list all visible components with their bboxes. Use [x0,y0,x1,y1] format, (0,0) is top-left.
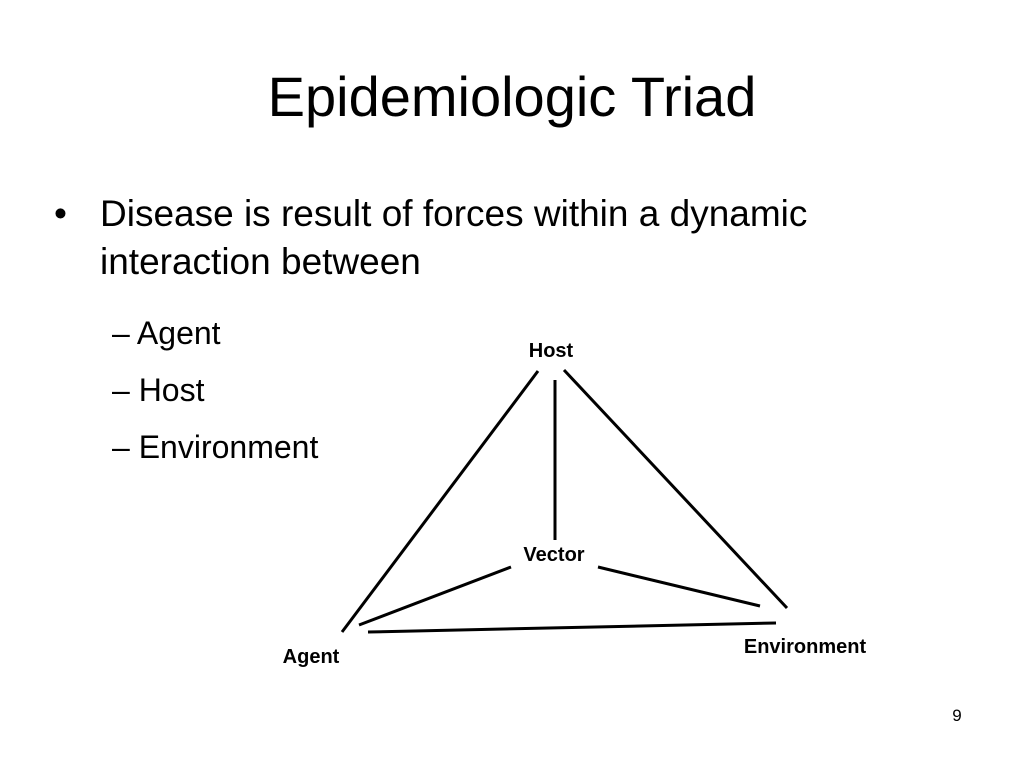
bullet-marker: • [54,193,67,234]
sub-bullet-label: Environment [138,429,319,465]
dash-marker: – [112,372,130,408]
edge-vector-environment [597,565,761,608]
main-bullet: • Disease is result of forces within a d… [54,190,814,286]
sub-bullet-environment: – Environment [112,419,318,476]
sub-bullet-label: Agent [136,315,221,351]
edge-vector-agent [358,565,512,627]
sub-bullet-list: – Agent – Host – Environment [112,305,318,476]
dash-marker: – [112,429,130,465]
edge-agent-environment [367,621,777,634]
node-vector-label: Vector [523,544,584,566]
page-number: 9 [952,706,962,725]
sub-bullet-label: Host [138,372,205,408]
node-host-label: Host [529,340,574,362]
slide-title: Epidemiologic Triad [267,65,757,128]
node-environment-label: Environment [744,636,867,658]
edge-host-agent [340,370,540,633]
edge-host-environment [562,368,789,610]
main-bullet-text: Disease is result of forces within a dyn… [100,193,808,282]
dash-marker: – [112,315,130,351]
node-agent-label: Agent [283,646,340,668]
sub-bullet-agent: – Agent [112,305,318,362]
sub-bullet-host: – Host [112,362,318,419]
